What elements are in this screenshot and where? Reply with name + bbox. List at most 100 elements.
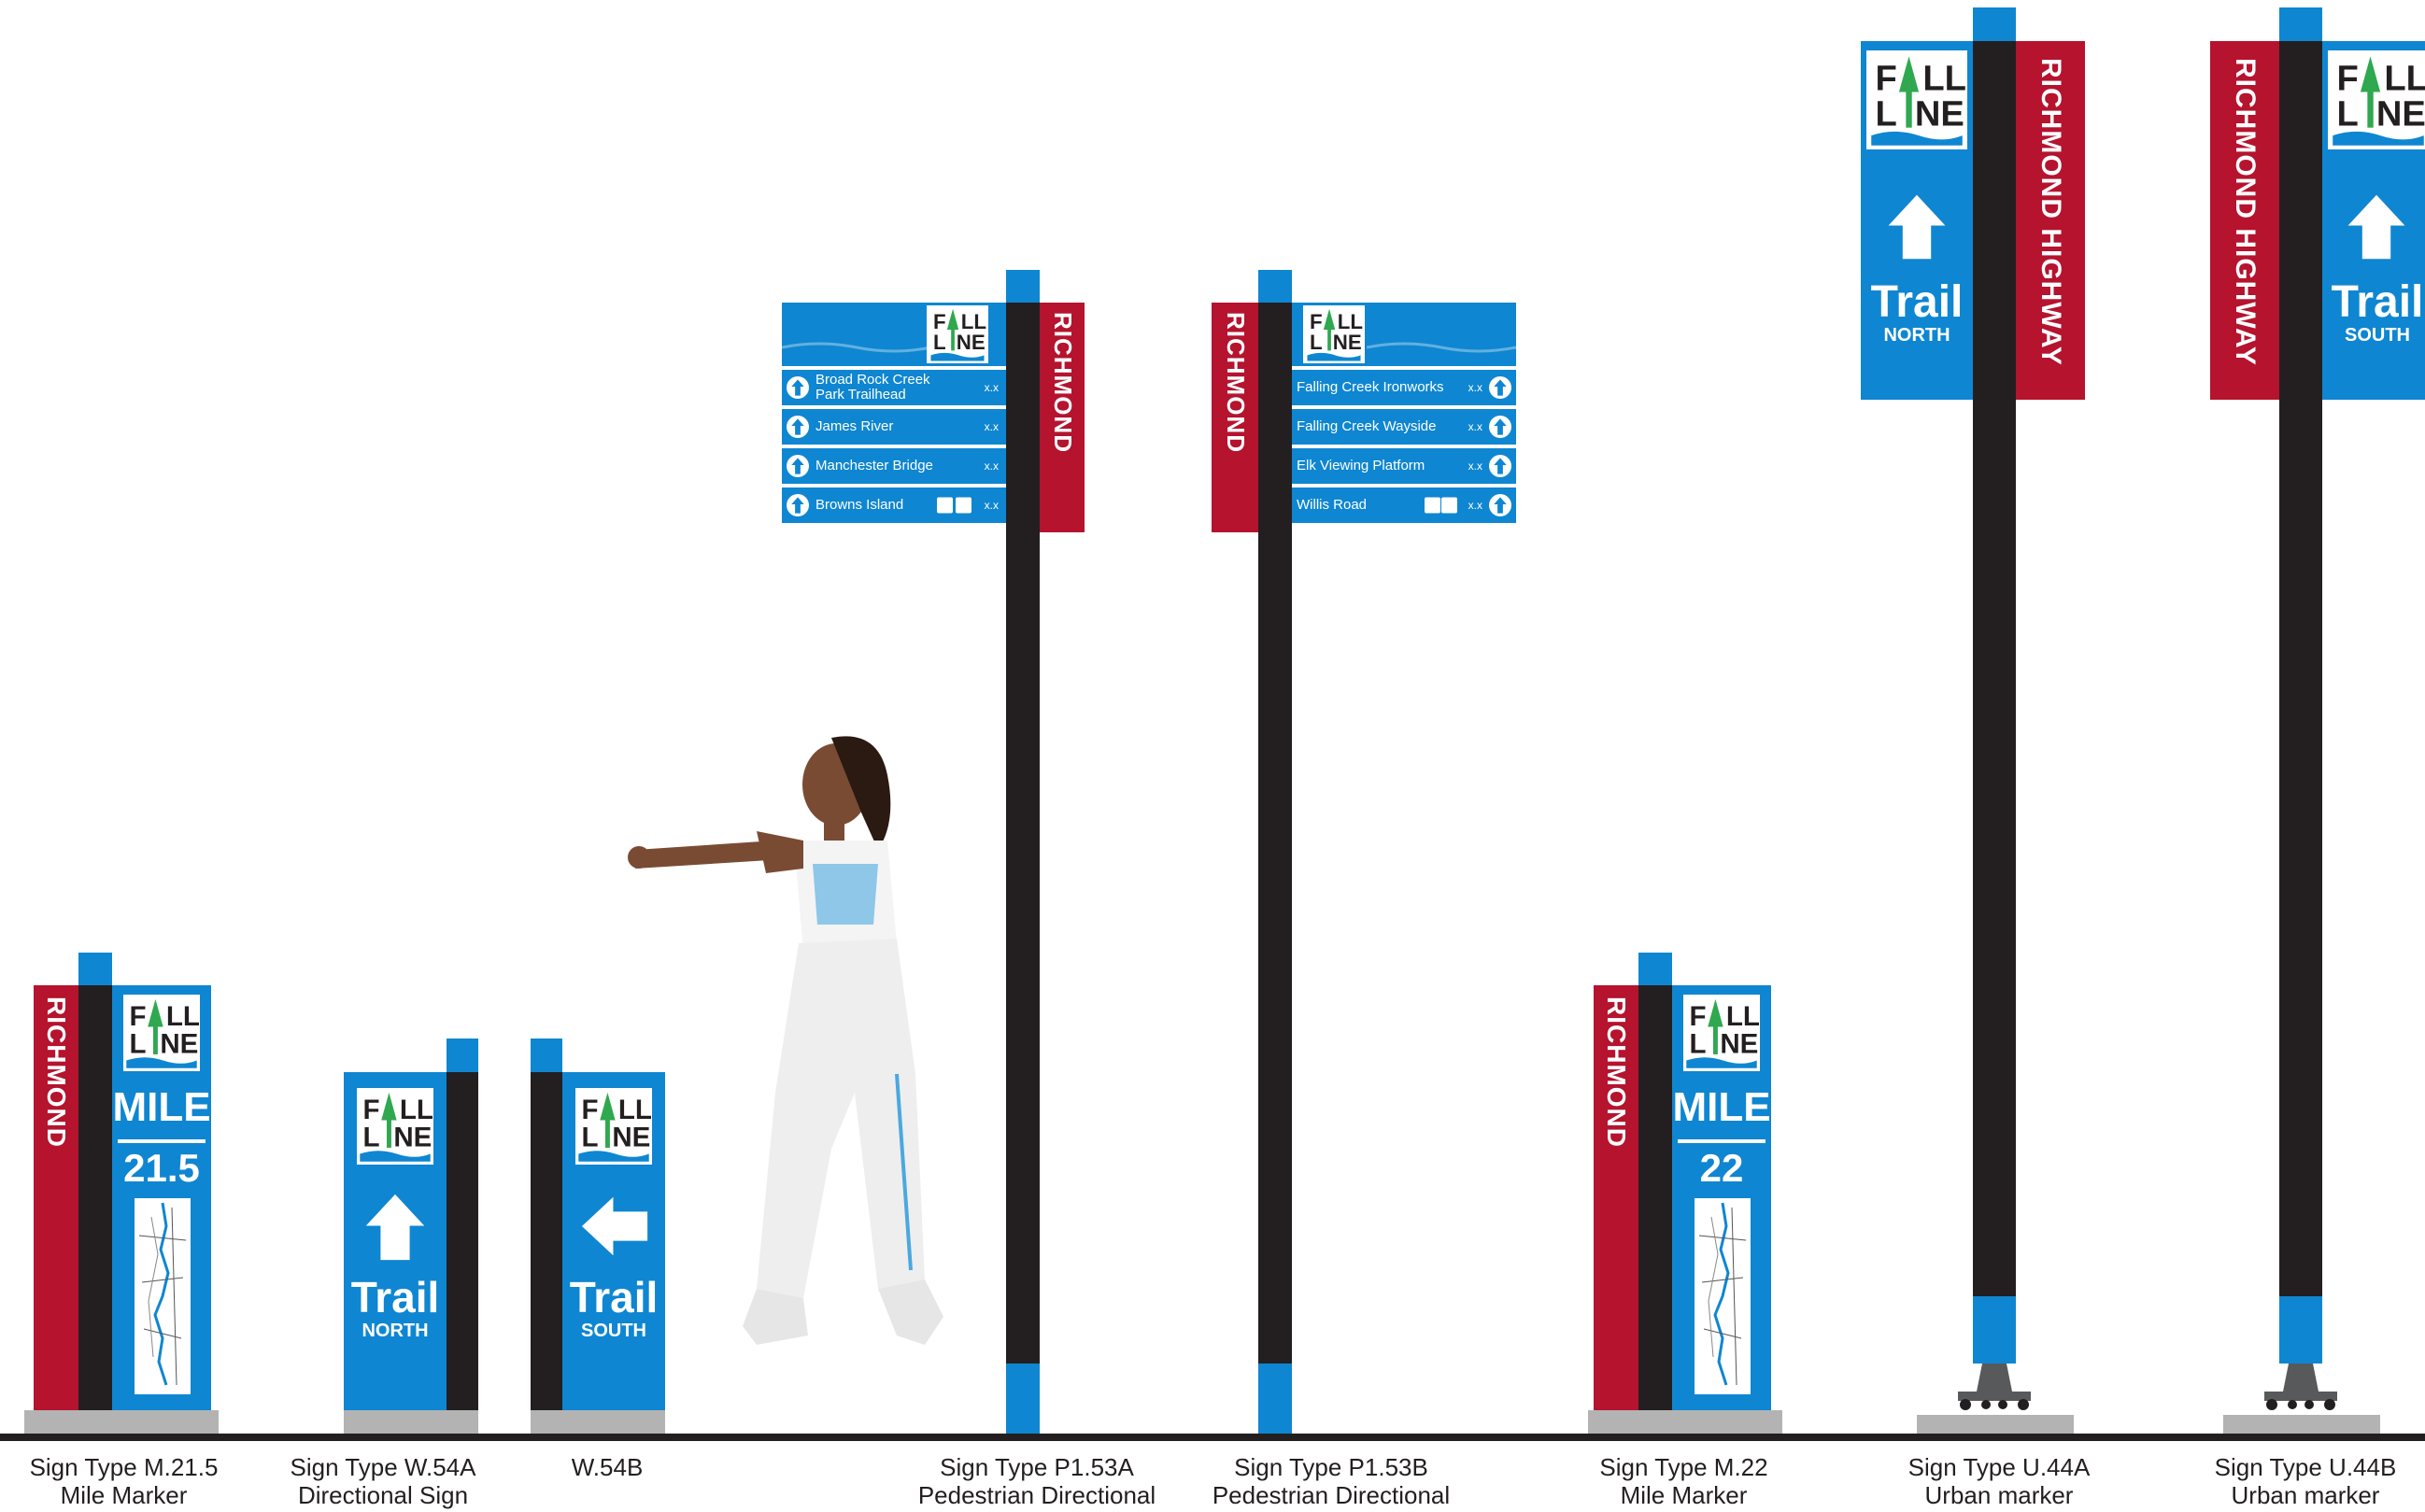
arrow-up-circle-icon bbox=[787, 376, 809, 399]
destination-name: Manchester Bridge bbox=[815, 458, 933, 473]
city-panel: RICHMOND bbox=[1212, 303, 1258, 532]
caption: W.54B bbox=[571, 1453, 644, 1481]
direction-panel: Trail NORTH bbox=[344, 1072, 447, 1410]
sign-base bbox=[24, 1410, 219, 1434]
post bbox=[447, 1072, 478, 1410]
post-foot bbox=[1973, 1296, 2016, 1364]
dining-icon bbox=[1425, 497, 1440, 514]
fall-line-logo-icon bbox=[1683, 995, 1760, 1071]
trail-label: Trail bbox=[1870, 277, 1964, 327]
destination-name: James River bbox=[815, 418, 894, 434]
destination-distance: x.x bbox=[1468, 499, 1482, 512]
city-label: RICHMOND bbox=[1049, 312, 1077, 453]
sign-base bbox=[1917, 1415, 2074, 1434]
caption: Sign Type W.54A Directional Sign bbox=[290, 1453, 476, 1509]
destination-row: James River x.x bbox=[782, 409, 1006, 445]
post-cap bbox=[531, 1039, 562, 1072]
arrow-up-circle-icon bbox=[1489, 494, 1511, 516]
destination-distance: x.x bbox=[984, 420, 999, 433]
destination-row: Browns Island x.x bbox=[782, 488, 1006, 523]
post bbox=[531, 1072, 562, 1410]
destination-distance: x.x bbox=[984, 499, 999, 512]
arrow-up-icon bbox=[359, 1190, 432, 1265]
arrow-up-icon bbox=[1881, 191, 1952, 263]
highway-label: RICHMOND HIGHWAY bbox=[2035, 58, 2066, 366]
caption: Sign Type M.22 Mile Marker bbox=[1599, 1453, 1768, 1509]
ground-line bbox=[0, 1434, 2425, 1441]
arrow-up-circle-icon bbox=[1489, 376, 1511, 399]
post-cap bbox=[1006, 270, 1040, 303]
destination-distance: x.x bbox=[1468, 420, 1482, 433]
city-label: RICHMOND bbox=[1602, 996, 1631, 1148]
trail-label: Trail bbox=[569, 1273, 659, 1321]
destination-name: Willis Road bbox=[1297, 497, 1368, 513]
header-panel bbox=[1292, 303, 1516, 366]
wave-decoration bbox=[1367, 342, 1516, 353]
arrow-up-circle-icon bbox=[787, 455, 809, 477]
fall-line-logo-icon bbox=[1303, 305, 1365, 363]
post bbox=[1638, 985, 1672, 1410]
destination-row: Willis Road x.x bbox=[1292, 488, 1516, 523]
post bbox=[78, 985, 112, 1410]
destination-name: Browns Island bbox=[815, 497, 904, 513]
highway-panel: RICHMOND HIGHWAY bbox=[2210, 41, 2279, 400]
fall-line-logo-icon bbox=[357, 1088, 433, 1165]
anchor-bracket-icon bbox=[2264, 1364, 2337, 1410]
trail-label: Trail bbox=[350, 1273, 440, 1321]
post bbox=[2279, 41, 2322, 1296]
mile-number: 22 bbox=[1699, 1146, 1744, 1190]
caption: Sign Type P1.53B Pedestrian Directional bbox=[1212, 1453, 1451, 1509]
arrow-up-circle-icon bbox=[1489, 455, 1511, 477]
highway-label: RICHMOND HIGHWAY bbox=[2230, 58, 2261, 366]
mile-panel: MILE 21.5 bbox=[112, 985, 211, 1410]
highway-panel: RICHMOND HIGHWAY bbox=[2016, 41, 2085, 400]
caption: Sign Type M.21.5 Mile Marker bbox=[29, 1453, 219, 1509]
sign-base bbox=[2223, 1415, 2380, 1434]
direction-label: SOUTH bbox=[581, 1321, 646, 1341]
caption: Sign Type P1.53A Pedestrian Directional bbox=[917, 1453, 1156, 1509]
city-label: RICHMOND bbox=[42, 996, 71, 1148]
post bbox=[1973, 41, 2016, 1296]
sign-base bbox=[1588, 1410, 1782, 1434]
mile-label: MILE bbox=[112, 1084, 211, 1130]
trail-panel: Trail NORTH bbox=[1861, 41, 1973, 400]
arrow-up-circle-icon bbox=[787, 494, 809, 516]
mile-panel: MILE 22 bbox=[1672, 985, 1771, 1410]
post-cap bbox=[1973, 7, 2016, 41]
direction-label: SOUTH bbox=[2345, 325, 2410, 346]
sign-base bbox=[531, 1410, 665, 1434]
person-stretching-figure bbox=[628, 736, 943, 1345]
post bbox=[1258, 303, 1292, 1364]
destination-row: Manchester Bridge x.x bbox=[782, 448, 1006, 484]
destination-distance: x.x bbox=[1468, 459, 1482, 473]
city-panel: RICHMOND bbox=[1040, 303, 1085, 532]
mile-number: 21.5 bbox=[123, 1146, 200, 1190]
post-foot bbox=[2279, 1296, 2322, 1364]
post-cap bbox=[78, 953, 112, 986]
header-panel bbox=[782, 303, 1006, 366]
fall-line-logo-icon bbox=[575, 1088, 652, 1165]
picnic-icon bbox=[956, 497, 971, 514]
post-cap bbox=[447, 1039, 478, 1072]
direction-label: NORTH bbox=[362, 1321, 429, 1341]
post-foot bbox=[1258, 1364, 1292, 1434]
sign-base bbox=[344, 1410, 478, 1434]
fall-line-logo-icon bbox=[927, 305, 988, 363]
fall-line-logo-icon bbox=[1866, 50, 1967, 149]
trail-label: Trail bbox=[2331, 277, 2424, 327]
mile-label: MILE bbox=[1672, 1084, 1771, 1130]
parking-icon bbox=[1441, 497, 1457, 514]
destination-distance: x.x bbox=[984, 459, 999, 473]
direction-label: NORTH bbox=[1883, 325, 1950, 346]
destination-name: Broad Rock Creek Park Trailhead bbox=[815, 372, 930, 403]
city-panel: RICHMOND bbox=[34, 985, 78, 1410]
post-cap bbox=[1638, 953, 1672, 986]
arrow-up-circle-icon bbox=[787, 416, 809, 438]
post bbox=[1006, 303, 1040, 1364]
arrow-up-icon bbox=[2341, 191, 2412, 263]
wave-decoration bbox=[782, 342, 931, 353]
